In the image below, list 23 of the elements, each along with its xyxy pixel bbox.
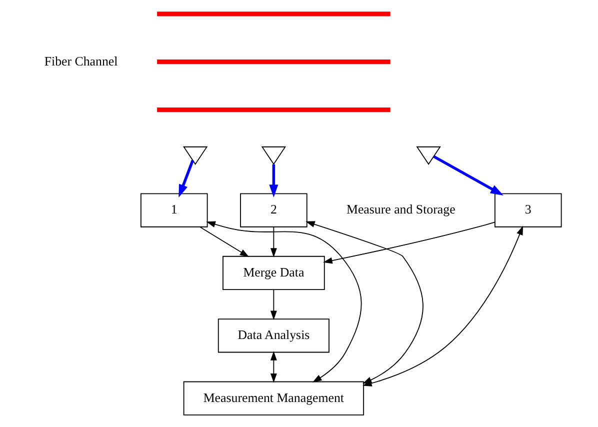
node-triangle xyxy=(182,146,208,165)
label: Fiber Channel xyxy=(44,54,118,68)
node-box: 3 xyxy=(494,193,562,228)
arrow xyxy=(322,222,495,264)
arrow xyxy=(268,164,278,198)
node-box: 2 xyxy=(240,193,307,228)
label: Measure and Storage xyxy=(346,202,455,217)
node-bar xyxy=(156,60,390,64)
arrow xyxy=(270,351,276,383)
arrow xyxy=(206,221,362,382)
node-box: Measurement Management xyxy=(182,381,364,416)
node-box: Data Analysis xyxy=(217,318,329,353)
node-triangle xyxy=(416,146,440,165)
arrow xyxy=(432,155,503,196)
node-bar xyxy=(156,12,390,16)
node-triangle xyxy=(260,146,286,165)
arrow xyxy=(178,160,194,198)
arrow xyxy=(270,226,276,258)
arrow xyxy=(199,226,249,258)
node-box: 1 xyxy=(140,193,208,228)
node-bar xyxy=(156,107,390,112)
arrow xyxy=(270,289,276,320)
node-box: Merge Data xyxy=(222,256,324,290)
